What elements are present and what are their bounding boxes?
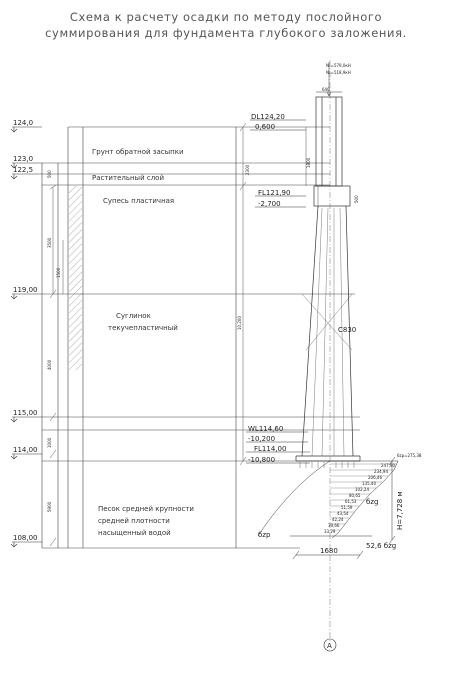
layer-sand-line1: Песок средней крупности bbox=[98, 505, 194, 513]
dim-500-left: 500 bbox=[47, 170, 52, 178]
dim-1800: 1800 bbox=[306, 157, 311, 168]
dim-3500: 3500 bbox=[47, 237, 52, 248]
load-n2: Nₙ=518,9кН bbox=[326, 70, 351, 75]
stress-values: 247,90234,94206,46135,40102,2480,6561,53… bbox=[324, 463, 395, 534]
layer-sand-line2: средней плотности bbox=[98, 517, 170, 525]
elevation-label-124: 124,0 bbox=[13, 119, 33, 127]
level-wl-value: -10,200 bbox=[248, 435, 275, 443]
level-fl1-name: FL121,90 bbox=[258, 189, 290, 197]
stress-value: 42,24 bbox=[332, 517, 344, 522]
batter-label: C830 bbox=[338, 326, 356, 334]
level-dl-name: DL124,20 bbox=[251, 113, 285, 121]
foundation-column bbox=[295, 96, 361, 462]
sigma-zg-label: бzg bbox=[366, 498, 378, 506]
sigma-zp-label: бzp bbox=[258, 531, 271, 539]
drawing-title-line-1: Схема к расчету осадки по методу послойн… bbox=[69, 10, 383, 24]
load-n1: Nₙ=579,0кН bbox=[326, 63, 351, 68]
stress-value: 43,54 bbox=[337, 511, 349, 516]
elevation-markers bbox=[10, 126, 42, 548]
stress-value: 247,90 bbox=[381, 463, 395, 468]
elevation-label-123: 123,0 bbox=[13, 155, 33, 163]
soil-column bbox=[41, 126, 360, 549]
elevation-label-122-5: 122,5 bbox=[13, 166, 33, 174]
level-markers bbox=[246, 119, 310, 464]
dim-500-right: 500 bbox=[354, 195, 359, 203]
stress-value: 102,24 bbox=[355, 487, 369, 492]
layer-backfill: Грунт обратной засыпки bbox=[92, 148, 184, 156]
depth-label: H=7,728 м bbox=[396, 491, 404, 530]
elevation-label-114: 114,00 bbox=[13, 446, 38, 454]
stress-value: 206,46 bbox=[368, 475, 382, 480]
layer-loam-line2: текучепластичный bbox=[108, 324, 178, 332]
drawing-title-line-2: суммирования для фундамента глубокого за… bbox=[45, 26, 407, 40]
layer-loam-line1: Суглинок bbox=[116, 312, 151, 320]
dim-1000: 1000 bbox=[47, 437, 52, 448]
stress-value: 33,29 bbox=[324, 529, 336, 534]
dim-2300: 2300 bbox=[245, 164, 250, 175]
dim-10200: 10,200 bbox=[237, 316, 242, 330]
stress-value: 135,40 bbox=[362, 481, 376, 486]
axis-label: A bbox=[327, 642, 332, 650]
layer-sandy-loam: Супесь пластичная bbox=[103, 197, 174, 205]
dim-1500: 1500 bbox=[56, 267, 61, 278]
stress-value: 80,65 bbox=[349, 493, 361, 498]
elevation-label-108: 108,00 bbox=[13, 534, 38, 542]
stress-value: 234,94 bbox=[374, 469, 388, 474]
level-fl1-value: -2,700 bbox=[258, 200, 281, 208]
stress-value: 51,59 bbox=[341, 505, 353, 510]
level-fl2-value: -10,800 bbox=[248, 456, 275, 464]
dim-4000: 4000 bbox=[47, 359, 52, 370]
stress-value: 39,66 bbox=[328, 523, 340, 528]
level-wl-name: WL114,60 bbox=[248, 425, 283, 433]
elevation-label-119: 119,00 bbox=[13, 286, 38, 294]
stress-value: 61,53 bbox=[345, 499, 357, 504]
level-fl2-name: FL114,00 bbox=[254, 445, 286, 453]
dim-base-width: 1680 bbox=[320, 547, 338, 555]
sigma-zp-top: бzp=275,38 bbox=[397, 453, 422, 458]
layer-sand-line3: насыщенный водой bbox=[98, 529, 171, 537]
level-dl-value: 0,600 bbox=[255, 123, 275, 131]
dim-top-width: 640 bbox=[322, 87, 330, 92]
hatched-soil-strip bbox=[69, 186, 82, 370]
sigma-zg-bottom: 52,6 бzg bbox=[366, 542, 396, 550]
axis-bubble bbox=[323, 638, 337, 652]
elevation-label-115: 115,00 bbox=[13, 409, 38, 417]
dim-5900: 5900 bbox=[47, 501, 52, 512]
layer-topsoil: Растительный слой bbox=[92, 174, 164, 182]
